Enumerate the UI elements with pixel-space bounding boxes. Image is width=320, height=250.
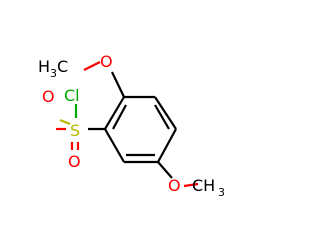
benzene-ring xyxy=(104,95,177,164)
molecule-drawing: H 3 C O Cl S O O O CH 3 xyxy=(38,52,225,199)
oxygen-sulfonyl-lower-label: O xyxy=(68,152,81,171)
methyl-bottom-subscript-label: 3 xyxy=(218,186,225,199)
ring-double-bond-inner xyxy=(112,104,127,130)
ring-bond-c5-c4 xyxy=(157,128,177,163)
ring-bond-c3-c2 xyxy=(104,128,125,163)
ring-double-bond-inner xyxy=(154,104,170,130)
sulfur-label: S xyxy=(70,121,80,140)
chlorine-label: Cl xyxy=(64,86,80,105)
atom-labels: H 3 C O Cl S O O O CH 3 xyxy=(38,52,225,199)
structure-diagram: H 3 C O Cl S O O O CH 3 xyxy=(38,52,225,199)
methyl-top-c-label: C xyxy=(57,57,68,76)
methyl-top-h-label: H xyxy=(38,57,50,76)
bond-o-methyl-bottom xyxy=(183,182,199,188)
oxygen-sulfonyl-upper-label: O xyxy=(42,87,55,106)
oxygen-methoxy-top-label: O xyxy=(100,52,113,71)
ring-bond-c2-c1 xyxy=(104,96,125,130)
bond-c4-o-methoxy xyxy=(157,161,173,179)
bond-c1-o-methoxy xyxy=(111,71,125,98)
bond-o-methyl-top xyxy=(83,61,101,71)
methyl-top-subscript-label: 3 xyxy=(50,67,57,80)
bond-s-o-upper-b xyxy=(59,118,71,126)
oxygen-methoxy-bottom-label: O xyxy=(168,176,181,195)
methyl-bottom-label: CH xyxy=(192,176,215,195)
ring-bond-c6-c5 xyxy=(154,96,177,130)
